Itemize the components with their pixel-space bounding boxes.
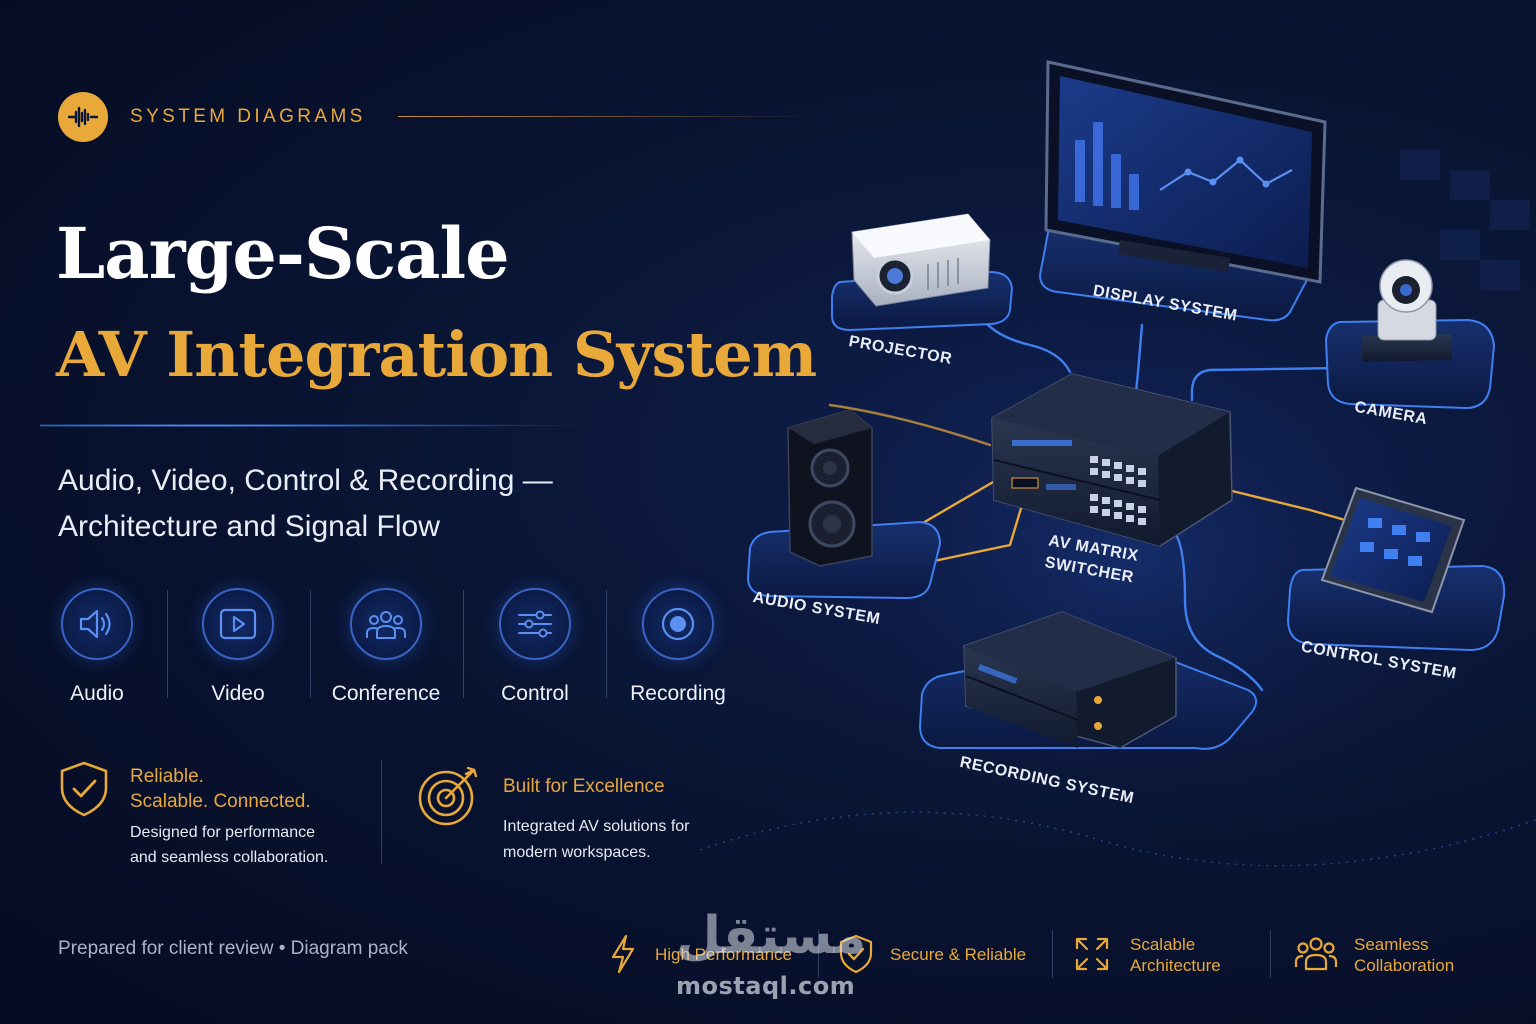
subtitle-line1: Audio, Video, Control & Recording — bbox=[58, 464, 553, 497]
line-audio-switcher-2 bbox=[913, 493, 1027, 567]
category-divider bbox=[167, 590, 168, 698]
waveform-icon bbox=[68, 106, 98, 128]
target-icon bbox=[418, 766, 478, 826]
feature-reliable-desc: Designed for performance and seamless co… bbox=[130, 824, 329, 866]
shield-check-icon bbox=[839, 934, 873, 974]
line-switcher-recording bbox=[1170, 528, 1264, 692]
category-recording: Recording bbox=[618, 588, 738, 706]
category-label: Control bbox=[501, 682, 569, 705]
title-divider-glow bbox=[40, 424, 600, 427]
footer-item-collaboration: Seamless Collaboration bbox=[1354, 935, 1455, 975]
audio-system-node bbox=[746, 409, 942, 600]
people-icon bbox=[1294, 937, 1338, 971]
signal-lines bbox=[828, 320, 1347, 692]
background-blocks bbox=[1400, 150, 1530, 290]
header-rule bbox=[398, 116, 818, 117]
people-icon bbox=[366, 611, 406, 639]
watermark-arabic: مستقل bbox=[676, 906, 867, 966]
category-video: Video bbox=[178, 588, 298, 706]
category-divider bbox=[463, 590, 464, 698]
lightning-icon bbox=[611, 934, 635, 974]
watermark-domain: mostaql.com bbox=[676, 972, 856, 1000]
feature-reliable-title: Reliable. Scalable. Connected. bbox=[130, 766, 311, 812]
page-title: Large-Scale bbox=[56, 212, 510, 295]
footer-item-secure: Secure & Reliable bbox=[890, 945, 1027, 964]
line-camera-switcher bbox=[1190, 366, 1342, 402]
projector-node bbox=[831, 213, 1014, 332]
display-line-chart bbox=[1159, 158, 1293, 191]
line-display-switcher bbox=[1134, 323, 1144, 394]
category-label: Recording bbox=[630, 682, 726, 705]
category-control: Control bbox=[475, 588, 595, 706]
control-tiles bbox=[1360, 518, 1430, 566]
line-control-switcher bbox=[1226, 488, 1347, 522]
subtitle-line2: Architecture and Signal Flow bbox=[58, 510, 440, 543]
category-audio: Audio bbox=[37, 588, 157, 706]
record-icon bbox=[661, 607, 695, 641]
feature-divider bbox=[381, 760, 382, 864]
footer-divider bbox=[1270, 930, 1271, 978]
category-label: Audio bbox=[70, 682, 124, 705]
floor-glow bbox=[710, 260, 1536, 860]
sliders-icon bbox=[518, 610, 552, 638]
footer-item-performance: High Performance bbox=[655, 945, 793, 964]
category-divider bbox=[310, 590, 311, 698]
category-label: Conference bbox=[331, 682, 441, 705]
category-conference: Conference bbox=[326, 588, 446, 706]
feature-excellence-title: Built for Excellence bbox=[503, 776, 665, 797]
logo-badge bbox=[58, 92, 108, 142]
display-system-node bbox=[1038, 60, 1327, 322]
subtitle: Audio, Video, Control & Recording — Arch… bbox=[58, 458, 658, 550]
play-icon bbox=[219, 608, 257, 640]
camera-node bbox=[1324, 259, 1496, 410]
display-bars bbox=[1075, 122, 1139, 210]
footer-divider bbox=[818, 930, 819, 978]
recording-system-node bbox=[918, 611, 1258, 750]
category-label: Video bbox=[211, 682, 265, 705]
category-divider bbox=[606, 590, 607, 698]
footer-note: Prepared for client review • Diagram pac… bbox=[58, 938, 408, 959]
control-system-node bbox=[1286, 486, 1506, 652]
footer-item-scalable: Scalable Architecture bbox=[1130, 935, 1221, 975]
header-tag: SYSTEM DIAGRAMS bbox=[130, 106, 366, 127]
line-projector-switcher bbox=[983, 320, 1072, 374]
feature-excellence-desc: Integrated AV solutions for modern works… bbox=[503, 818, 690, 861]
page-title-accent: AV Integration System bbox=[56, 318, 817, 391]
footer-divider bbox=[1052, 930, 1053, 978]
line-audio-switcher-3 bbox=[828, 403, 992, 447]
shield-check-icon bbox=[60, 761, 108, 817]
av-matrix-switcher-node bbox=[991, 373, 1233, 547]
expand-icon bbox=[1075, 937, 1109, 971]
switcher-buttons bbox=[1090, 456, 1146, 525]
speaker-icon bbox=[79, 609, 111, 639]
